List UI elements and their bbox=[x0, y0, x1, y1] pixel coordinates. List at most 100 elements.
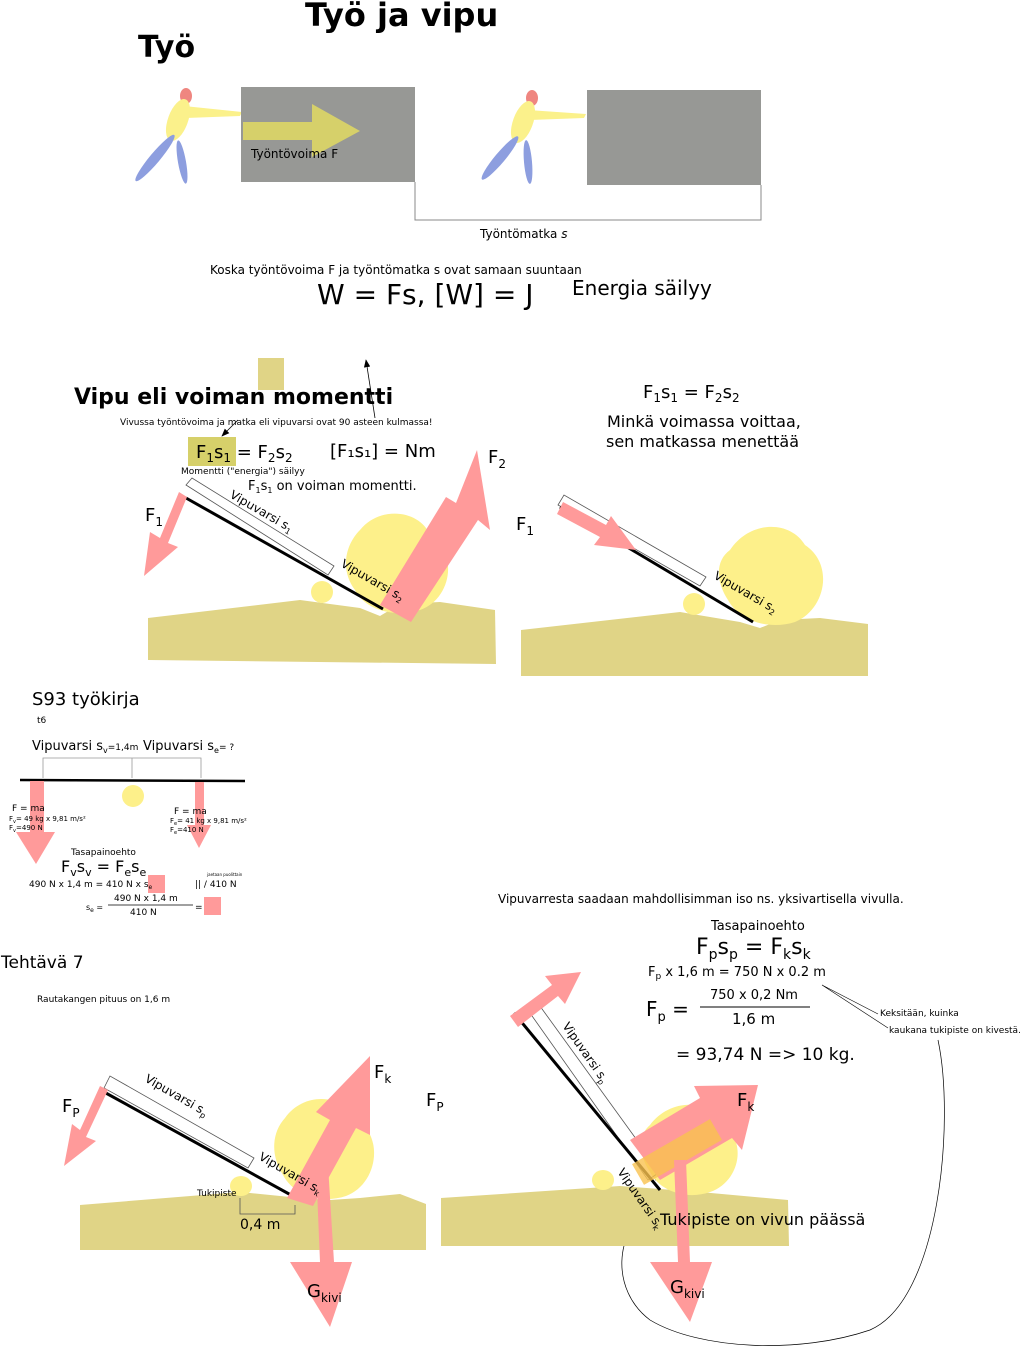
arrow-f1-1 bbox=[144, 492, 187, 576]
momentti-note: Momentti ("energia") säilyy bbox=[181, 467, 305, 477]
s93-arrow-left bbox=[16, 781, 55, 864]
task7-den: 1,6 m bbox=[732, 1010, 775, 1028]
s93-left-f: F = ma bbox=[12, 804, 45, 814]
pointer-line-2 bbox=[221, 419, 239, 437]
s93-bracket bbox=[42, 757, 202, 778]
s93-right-f: F = ma bbox=[174, 807, 207, 817]
s93-left-result: Fv=490 N bbox=[9, 824, 43, 834]
arm-box-4 bbox=[524, 1001, 661, 1181]
task7-num: 750 x 0,2 Nm bbox=[710, 988, 798, 1003]
ground-1 bbox=[148, 600, 496, 664]
s93-se-num: 490 N x 1,4 m bbox=[114, 894, 178, 904]
arrow-g-2 bbox=[650, 1160, 712, 1322]
s93-fulcrum bbox=[122, 785, 144, 807]
push-force-label: Työntövoima F bbox=[250, 147, 338, 161]
s93-balance: Tasapainoehto bbox=[70, 848, 136, 858]
s93-highlight-se bbox=[148, 875, 165, 893]
lever-bar-4 bbox=[512, 1012, 662, 1191]
work-heading: Työ bbox=[138, 30, 195, 65]
arrow-fp-1 bbox=[64, 1086, 108, 1166]
label-fk-1: Fk bbox=[374, 1062, 391, 1086]
arrow-fk-1 bbox=[287, 1056, 370, 1206]
task7-equation: Fpsp = Fksk bbox=[696, 935, 812, 963]
small-square bbox=[258, 358, 284, 390]
ground-2 bbox=[521, 612, 868, 676]
energy-note: Energia säilyy bbox=[572, 276, 712, 300]
arm-box-2 bbox=[557, 494, 707, 587]
moment-definition: F1s1 on voiman momentti. bbox=[248, 479, 417, 495]
lever-note-long: Vipuvarresta saadaan mahdollisimman iso … bbox=[498, 892, 904, 906]
lever-bar-3 bbox=[103, 1090, 301, 1202]
arm-box-3 bbox=[103, 1075, 255, 1169]
task7-balance: Tasapainoehto bbox=[710, 919, 805, 934]
task7-result: = 93,74 N => 10 kg. bbox=[676, 1045, 855, 1065]
s93-numbers: 490 N x 1,4 m = 410 N x se bbox=[29, 880, 153, 891]
lever-note: Vivussa työntövoima ja matka eli vipuvar… bbox=[120, 418, 433, 428]
push-arrow bbox=[243, 104, 360, 157]
ground-3 bbox=[80, 1192, 426, 1250]
s93-right-calc: Fe= 41 kg x 9,81 m/s² bbox=[170, 817, 247, 827]
s93-left-calc: Fv= 49 kg x 9,81 m/s² bbox=[9, 815, 86, 825]
label-g-2: Gkivi bbox=[670, 1277, 705, 1301]
s93-bar bbox=[19, 778, 246, 783]
arm-box-1 bbox=[185, 477, 335, 576]
label-f1-2: F1 bbox=[516, 514, 534, 538]
pivot-label: Tukipiste bbox=[196, 1189, 237, 1199]
moment-equation-2: F1s1 = F2s2 bbox=[643, 382, 740, 405]
fulcrum-3 bbox=[230, 1176, 252, 1196]
arrow-g-1 bbox=[290, 1165, 352, 1327]
pivot-end-label: Tukipiste on vivun päässä bbox=[659, 1210, 865, 1229]
arrow-f1-2 bbox=[557, 502, 636, 550]
fulcrum-2 bbox=[683, 593, 705, 615]
ground-4 bbox=[441, 1186, 789, 1246]
s93-se-den: 410 N bbox=[130, 908, 157, 918]
arm1-label: Vipuvarsi s1 bbox=[227, 487, 296, 536]
pointer-line-1 bbox=[363, 359, 376, 419]
s93-equation: Fvsv = Fese bbox=[61, 857, 146, 879]
distance-bracket bbox=[414, 182, 762, 221]
s93-sub: t6 bbox=[37, 716, 47, 726]
s93-divide-note: jaetaan puolittain bbox=[206, 872, 243, 877]
s93-title: S93 työkirja bbox=[32, 689, 140, 710]
arrow-fp-2 bbox=[510, 972, 581, 1027]
s93-answer-box bbox=[204, 897, 221, 915]
dist-label: 0,4 m bbox=[240, 1217, 280, 1233]
label-f1-1: F1 bbox=[145, 505, 163, 529]
dist-bracket bbox=[239, 1198, 296, 1215]
lever-bar-1 bbox=[185, 496, 384, 611]
think-note-2: kaukana tukipiste on kivestä. bbox=[889, 1026, 1021, 1036]
s93-arm-e: Vipuvarsi se= ? bbox=[143, 739, 234, 755]
person-pushing-2 bbox=[481, 90, 586, 184]
s93-right-result: Fe=410 N bbox=[170, 826, 204, 836]
task7-note: Rautakangen pituus on 1,6 m bbox=[37, 995, 170, 1005]
person-pushing-1 bbox=[135, 88, 242, 184]
label-fp-1: FP bbox=[62, 1096, 80, 1120]
s93-se-label: se = bbox=[86, 903, 103, 914]
task7-calc1: Fp x 1,6 m = 750 N x 0.2 m bbox=[648, 965, 826, 982]
highlight-box bbox=[188, 437, 236, 466]
page-title: Työ ja vipu bbox=[305, 0, 498, 34]
stone-2 bbox=[718, 526, 824, 626]
box-end bbox=[587, 90, 761, 185]
label-fp-standalone: FP bbox=[426, 1090, 444, 1114]
work-formula: W = Fs, [W] = J bbox=[317, 278, 534, 311]
lever-heading: Vipu eli voiman momentti bbox=[74, 385, 393, 410]
lever-rule-1: Minkä voimassa voittaa, bbox=[607, 412, 801, 431]
s93-divide: || / 410 N bbox=[195, 880, 237, 890]
lever-rule-2: sen matkassa menettää bbox=[606, 432, 799, 451]
work-condition: Koska työntövoima F ja työntömatka s ova… bbox=[210, 263, 582, 277]
s93-arrow-right bbox=[187, 782, 211, 848]
think-note-1: Keksitään, kuinka bbox=[880, 1009, 959, 1019]
label-f2-1: F2 bbox=[488, 447, 506, 471]
task7-title: Tehtävä 7 bbox=[0, 953, 84, 973]
task7-fp-eq: Fp = bbox=[646, 997, 689, 1025]
distance-label: Työntömatka s bbox=[479, 227, 568, 241]
think-pointer bbox=[821, 984, 889, 1029]
s93-equals: = bbox=[195, 903, 203, 913]
fulcrum-4 bbox=[592, 1170, 614, 1190]
fulcrum-1 bbox=[311, 581, 333, 603]
arrow-f2-1 bbox=[380, 450, 490, 622]
moment-unit: [F₁s₁] = Nm bbox=[330, 441, 436, 462]
